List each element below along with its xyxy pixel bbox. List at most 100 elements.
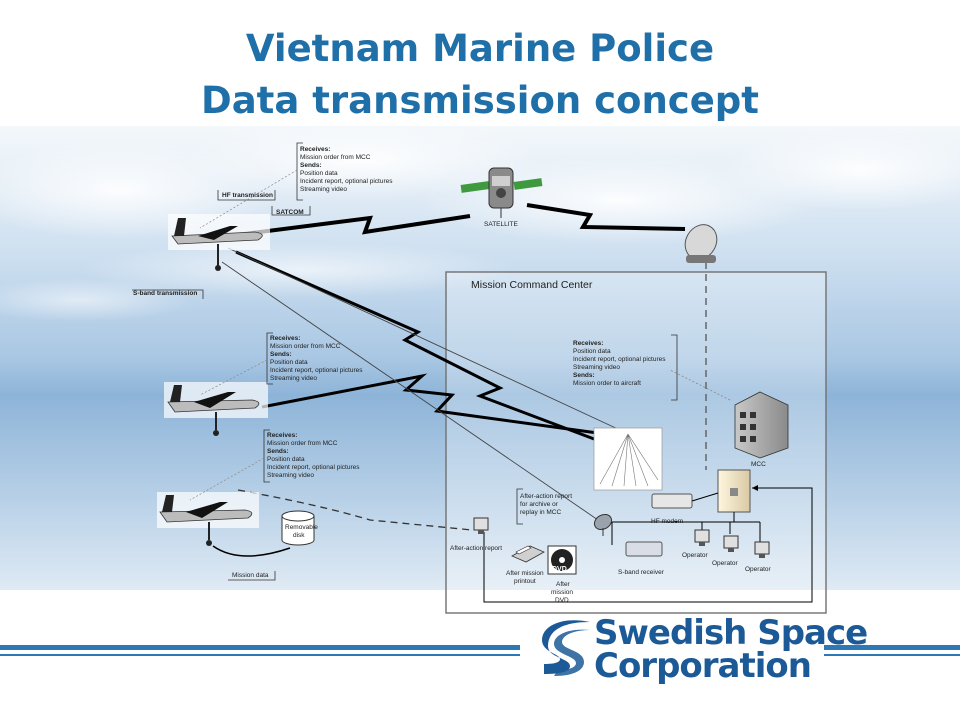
dvd-logo-text: DVD	[552, 566, 567, 573]
bracket	[296, 142, 303, 201]
logo-line-2: Corporation	[594, 646, 812, 686]
after-mission-printout-1: After mission	[506, 570, 544, 577]
removable-disk-icon	[281, 510, 315, 546]
ssc-logo-mark	[542, 620, 590, 676]
after-mission-dvd-1: After	[556, 581, 571, 588]
mcc-title: Mission Command Center	[471, 279, 593, 291]
network-line	[691, 492, 719, 502]
after-action-workstation-icon	[473, 517, 489, 534]
after-action-note-3: replay in MCC	[520, 509, 561, 516]
network-line	[483, 487, 813, 603]
aircraft-3-icon	[157, 492, 259, 546]
aircraft3-receives-1: Mission order from MCC	[267, 440, 338, 447]
satcom-label: SATCOM	[276, 209, 304, 216]
sband-antenna-icon	[593, 513, 613, 536]
footer-band-left-lower	[0, 654, 520, 656]
operator-3-label: Operator	[745, 566, 771, 573]
bracket	[228, 571, 276, 581]
mcc-receives-heading: Receives:	[573, 340, 603, 347]
operator-2-workstation-icon	[723, 535, 739, 552]
bracket	[271, 206, 311, 216]
aircraft3-sends-3: Streaming video	[267, 472, 314, 479]
dotted-link	[669, 369, 731, 401]
disk-link	[212, 545, 291, 557]
aircraft2-sends-3: Streaming video	[270, 375, 317, 382]
radar-plot-image	[593, 427, 663, 491]
cloud	[420, 155, 820, 245]
title-line-2: Data transmission concept	[201, 79, 759, 122]
aircraft3-sends-1: Position data	[267, 456, 305, 463]
aircraft-2-icon	[164, 382, 268, 436]
removable-disk-label-2: disk	[293, 532, 305, 539]
sband-receiver-label: S-band receiver	[618, 569, 665, 576]
aircraft1-sends-2: Incident report, optional pictures	[300, 178, 393, 185]
mcc-sends-heading: Sends:	[573, 372, 595, 379]
hf-transmission-label: HF transmission	[222, 192, 273, 199]
after-mission-printout-2: printout	[514, 578, 536, 585]
arrow-head	[752, 485, 758, 491]
mcc-receives-3: Streaming video	[573, 364, 620, 371]
title-line-1: Vietnam Marine Police	[245, 27, 715, 70]
cloud	[0, 278, 190, 322]
sband-receiver-icon	[625, 541, 663, 557]
aircraft2-sends-1: Position data	[270, 359, 308, 366]
data-line	[227, 247, 621, 431]
bracket	[671, 334, 678, 401]
hf-modem-icon	[651, 493, 693, 509]
aircraft1-receives-1: Mission order from MCC	[300, 154, 371, 161]
sband-transmission-label: S-band transmission	[133, 290, 197, 297]
mcc-building-icon	[734, 391, 789, 459]
hf-link	[235, 250, 611, 447]
cloud	[720, 130, 960, 210]
operator-3-workstation-icon	[754, 541, 770, 558]
removable-disk-label-1: Removable	[285, 524, 318, 531]
server-icon	[717, 469, 751, 513]
satellite-icon	[460, 167, 543, 218]
after-mission-dvd-3: DVD	[555, 597, 569, 604]
mcc-receives-2: Incident report, optional pictures	[573, 356, 666, 363]
operator-1-label: Operator	[682, 552, 708, 559]
printer-icon	[511, 545, 545, 563]
after-action-note-1: After-action report	[520, 493, 572, 500]
aircraft2-sends-2: Incident report, optional pictures	[270, 367, 363, 374]
aircraft2-receives-1: Mission order from MCC	[270, 343, 341, 350]
aircraft1-sends-heading: Sends:	[300, 162, 322, 169]
mission-data-label: Mission data	[232, 572, 269, 579]
footer-band-right-lower	[824, 654, 960, 656]
after-mission-dvd-2: mission	[551, 589, 573, 596]
aircraft1-sends-1: Position data	[300, 170, 338, 177]
aircraft1-receives-heading: Receives:	[300, 146, 330, 153]
footer-band-left	[0, 645, 520, 650]
ground-dish-icon	[684, 224, 718, 263]
logo-line-1: Swedish Space	[594, 613, 868, 653]
dotted-link	[199, 169, 298, 229]
satcom-link	[235, 214, 471, 237]
aircraft3-sends-2: Incident report, optional pictures	[267, 464, 360, 471]
aircraft3-receives-heading: Receives:	[267, 432, 297, 439]
sband-line	[221, 261, 599, 521]
aircraft-1-icon	[168, 214, 270, 271]
bracket	[263, 429, 270, 483]
operator-1-workstation-icon	[694, 529, 710, 546]
after-action-report-label: After-action report	[450, 545, 502, 552]
cloud	[80, 242, 520, 298]
bracket	[132, 289, 204, 299]
bracket	[217, 190, 276, 201]
dvd-icon	[547, 545, 577, 575]
mcc-building-label: MCC	[751, 461, 766, 468]
bracket	[266, 332, 273, 385]
after-action-note-2: for archive or	[520, 501, 559, 508]
aircraft1-sends-3: Streaming video	[300, 186, 347, 193]
satellite-label: SATELLITE	[484, 221, 519, 228]
satellite-downlink	[526, 203, 686, 231]
aircraft3-sends-heading: Sends:	[267, 448, 289, 455]
aircraft2-sends-heading: Sends:	[270, 351, 292, 358]
mcc-receives-1: Position data	[573, 348, 611, 355]
footer-band-right	[824, 645, 960, 650]
mcc-sends-1: Mission order to aircraft	[573, 380, 641, 387]
bracket	[516, 488, 523, 525]
operator-2-label: Operator	[712, 560, 738, 567]
aircraft2-receives-heading: Receives:	[270, 335, 300, 342]
dotted-link	[199, 359, 268, 396]
